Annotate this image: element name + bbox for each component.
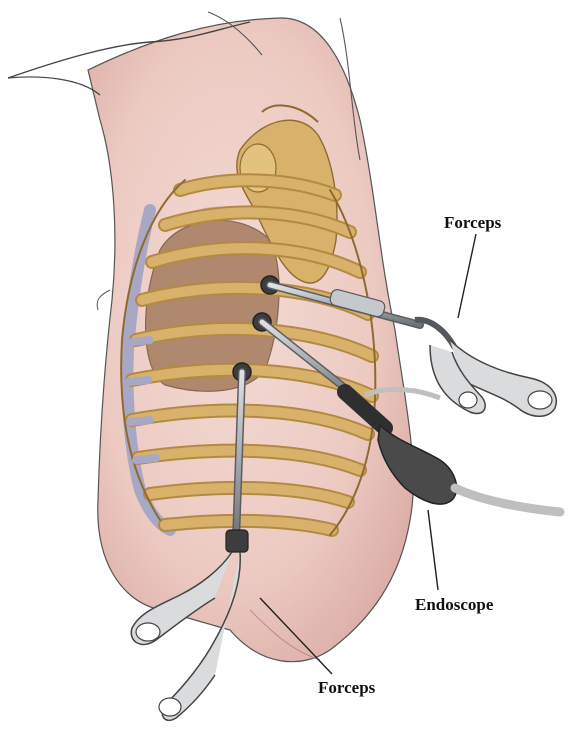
label-endoscope: Endoscope [415,596,493,613]
leader-forceps-top [458,234,476,318]
label-forceps-top: Forceps [444,214,501,231]
label-forceps-bottom: Forceps [318,679,375,696]
leader-endoscope [428,510,438,590]
